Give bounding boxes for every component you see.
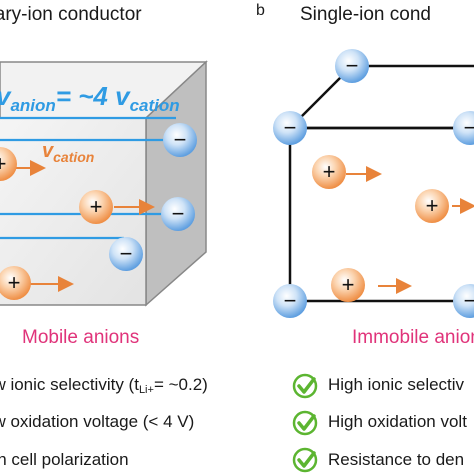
- svg-text:−: −: [120, 241, 133, 266]
- cation-a-3: +: [0, 266, 31, 300]
- anion-a-2: −: [161, 197, 195, 231]
- item-subscript: Li+: [138, 384, 154, 396]
- cation-a-2: +: [79, 190, 113, 224]
- svg-text:+: +: [0, 151, 6, 176]
- anion-b-4: −: [453, 111, 474, 145]
- svg-text:−: −: [346, 53, 359, 78]
- panel-b-item-selectivity: High ionic selectiv: [328, 375, 465, 394]
- cation-b-1: +: [312, 155, 346, 189]
- panel-a-item-polarization: igh cell polarization: [0, 450, 129, 469]
- svg-text:−: −: [172, 201, 185, 226]
- cation-a-1: +: [0, 147, 17, 181]
- panel-b-label: b: [256, 2, 265, 19]
- svg-text:+: +: [323, 159, 336, 184]
- item-text: ow ionic selectivity (t: [0, 375, 139, 394]
- check-icon: [292, 410, 318, 436]
- vcat-subscript: cation: [53, 149, 95, 165]
- cation-velocity-label: vcation: [42, 140, 94, 165]
- cube-panel-b: [286, 64, 474, 303]
- svg-text:+: +: [426, 193, 439, 218]
- cation-b-arrows: [346, 166, 474, 294]
- anion-a-3: −: [109, 237, 143, 271]
- svg-text:+: +: [90, 194, 103, 219]
- svg-text:−: −: [174, 127, 187, 152]
- svg-text:−: −: [464, 288, 474, 313]
- panel-b-title: Single-ion cond: [300, 4, 431, 25]
- panel-b-caption: Immobile anion: [352, 327, 474, 348]
- item-text: = ~0.2): [153, 375, 208, 394]
- svg-text:+: +: [342, 272, 355, 297]
- svg-text:+: +: [8, 270, 21, 295]
- cation-arrows: [14, 160, 155, 292]
- equation-cation-subscript: cation: [129, 96, 180, 116]
- equation-v-anion: v: [0, 81, 10, 111]
- cation-b-3: +: [331, 268, 365, 302]
- panel-a-item-selectivity: ow ionic selectivity (tLi+= ~0.2): [0, 375, 208, 396]
- equation-anion-subscript: anion: [10, 96, 56, 116]
- panel-a-item-oxidation: ow oxidation voltage (< 4 V): [0, 412, 195, 431]
- panel-a-title: inary-ion conductor: [0, 4, 142, 25]
- panel-b-ions: − − − − − + +: [273, 49, 474, 318]
- vcat-v: v: [42, 140, 54, 162]
- anion-a-1: −: [163, 123, 197, 157]
- cation-b-2: +: [415, 189, 449, 223]
- cube-panel-a: [0, 60, 208, 307]
- equation-middle: = ~4: [55, 81, 108, 111]
- panel-b-item-dendrite: Resistance to den: [328, 450, 465, 469]
- equation-v-cation: v: [115, 81, 130, 111]
- anion-b-5: −: [453, 284, 474, 318]
- panel-b-item-oxidation: High oxidation volt: [328, 412, 467, 431]
- svg-text:−: −: [284, 288, 297, 313]
- panel-a-ions: + + + − − −: [0, 123, 197, 300]
- check-icon: [292, 373, 318, 399]
- anion-b-2: −: [273, 111, 307, 145]
- check-icon: [292, 447, 318, 473]
- panel-a-caption: Mobile anions: [22, 327, 140, 348]
- svg-text:−: −: [284, 115, 297, 140]
- anion-b-3: −: [273, 284, 307, 318]
- cube-b-front: [288, 126, 474, 303]
- velocity-equation: vanion= ~4 vcation: [0, 81, 180, 116]
- svg-text:−: −: [464, 115, 474, 140]
- anion-b-1: −: [335, 49, 369, 83]
- cube-b-top: [286, 64, 474, 130]
- check-icons: [292, 373, 318, 473]
